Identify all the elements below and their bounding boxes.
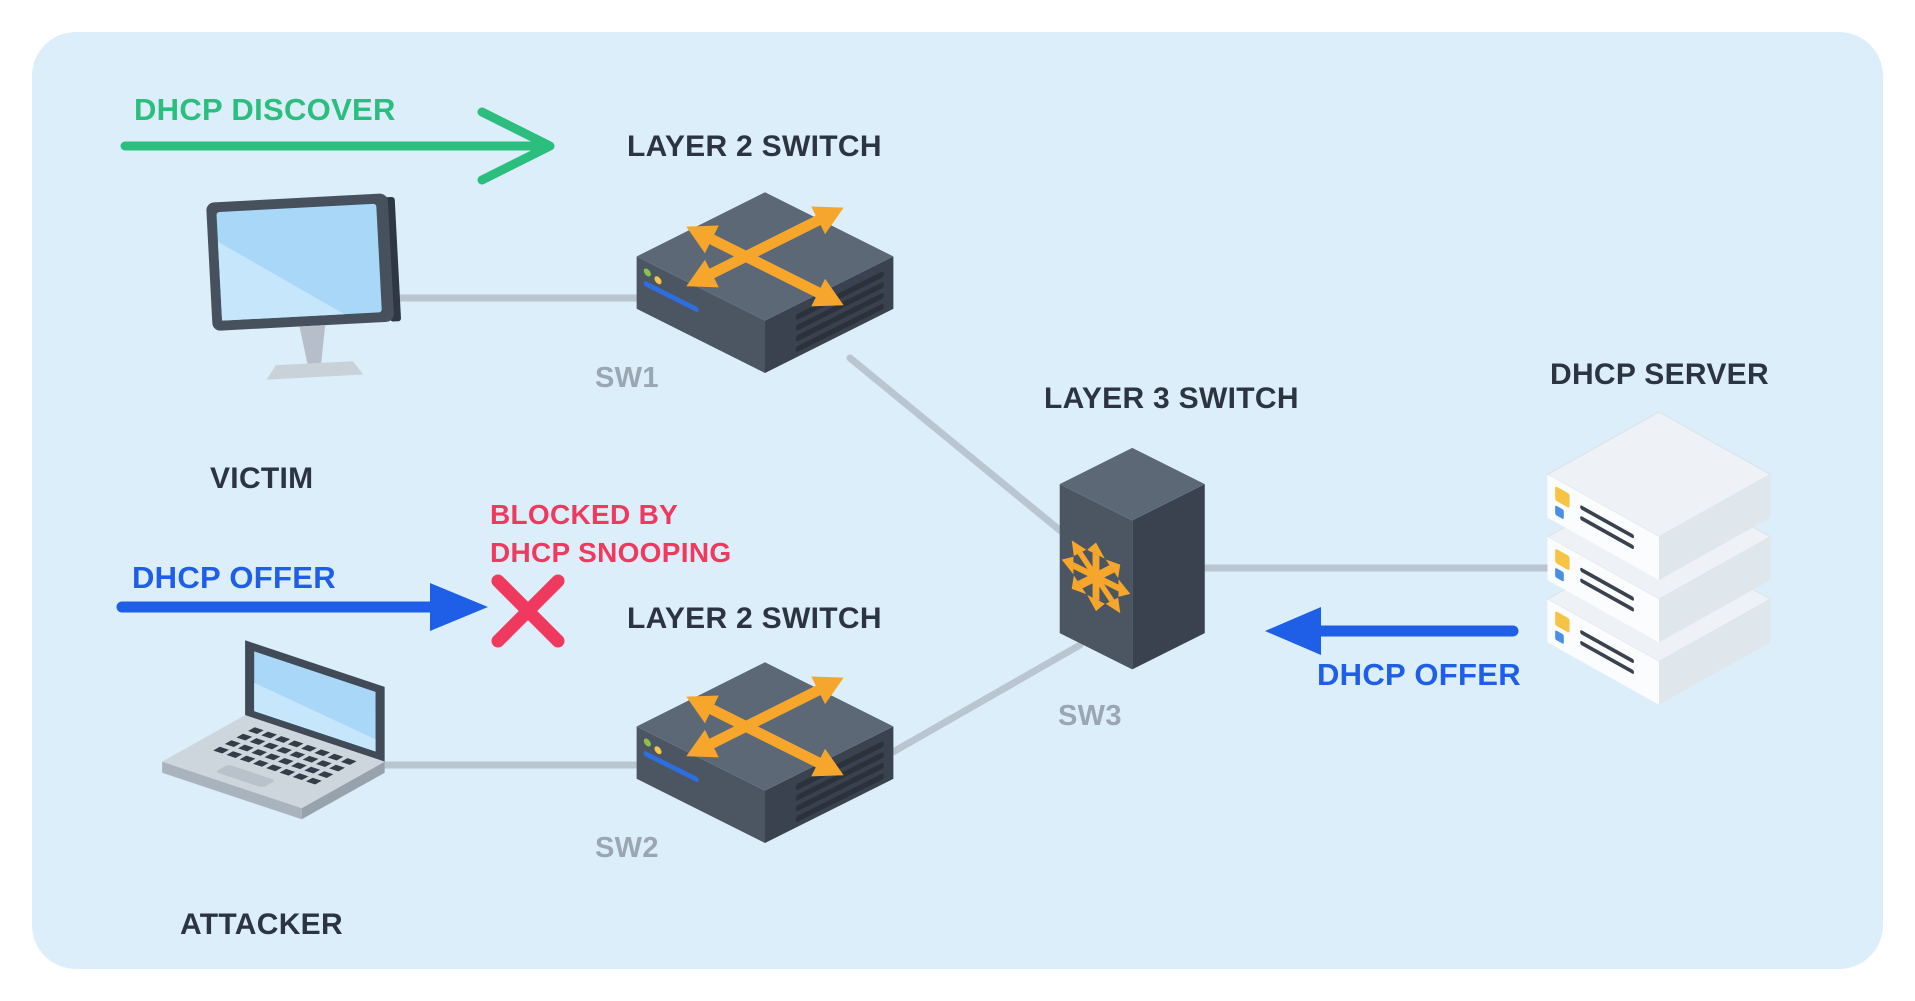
link-sw2-sw3 (889, 641, 1084, 756)
sw2-title: LAYER 2 SWITCH (627, 602, 882, 635)
dhcp-server-title: DHCP SERVER (1550, 358, 1769, 391)
dhcp-discover-label: DHCP DISCOVER (134, 92, 396, 127)
laptop-base-top (162, 715, 385, 809)
laptop-base-right (301, 761, 385, 820)
sw2-switch-illustration (636, 662, 894, 843)
sw1-tag: SW1 (595, 362, 659, 394)
l3-routing-star (1061, 540, 1131, 614)
dhcp-offer-blocked-arrow (116, 583, 488, 631)
sw2-tag: SW2 (595, 832, 659, 864)
dhcp-offer-server-arrow (1265, 607, 1519, 655)
laptop-screen-sheen (254, 682, 376, 752)
blocked-by-text-line1: BLOCKED BY (490, 499, 679, 530)
dhcp-discover-arrow (120, 107, 555, 185)
switch-left-face (636, 256, 765, 373)
victim-monitor-illustration (206, 193, 401, 380)
laptop-keyboard (213, 727, 358, 785)
sw3-title: LAYER 3 SWITCH (1044, 382, 1299, 415)
laptop-base-front (162, 761, 302, 820)
switch-traffic-arrows (686, 206, 844, 307)
sw1-title: LAYER 2 SWITCH (627, 130, 882, 163)
switch-vents (795, 271, 884, 352)
attacker-laptop-illustration (162, 640, 385, 820)
link-sw1-sw3 (846, 354, 1094, 559)
sw3-tag: SW3 (1058, 700, 1122, 732)
sw3-switch-illustration (1059, 447, 1205, 670)
blocked-x-icon (491, 574, 565, 648)
laptop-touchpad (216, 765, 275, 787)
dhcp-offer-server-label: DHCP OFFER (1317, 657, 1521, 692)
monitor-screen-sheen (217, 241, 345, 321)
monitor-stand (299, 325, 326, 364)
l3-right-face (1132, 484, 1205, 670)
switch-leds (643, 268, 699, 313)
l3-top-face (1059, 447, 1205, 521)
attacker-label: ATTACKER (180, 908, 343, 941)
dhcp-server-illustration (1546, 412, 1772, 705)
server-unit (1546, 412, 1772, 580)
blocked-by-text-line2: DHCP SNOOPING (490, 537, 732, 568)
monitor-base (266, 361, 364, 380)
dhcp-offer-blocked-label: DHCP OFFER (132, 560, 336, 595)
victim-label: VICTIM (210, 462, 314, 495)
sw1-switch-illustration (636, 192, 894, 373)
